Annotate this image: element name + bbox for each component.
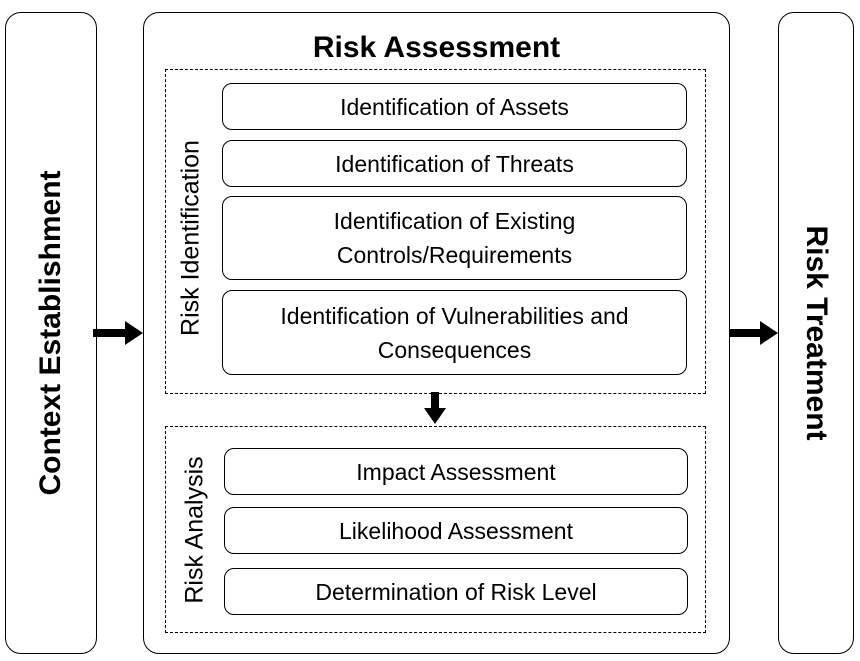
risk-treatment-panel: Risk Treatment — [778, 12, 854, 654]
step-likelihood-assessment: Likelihood Assessment — [224, 507, 688, 554]
step-determination-of-risk-level: Determination of Risk Level — [224, 568, 688, 615]
step-identification-of-assets: Identification of Assets — [222, 83, 687, 130]
risk-treatment-label: Risk Treatment — [800, 225, 833, 441]
context-establishment-panel: Context Establishment — [5, 12, 97, 654]
context-establishment-label: Context Establishment — [34, 170, 67, 496]
arrow-right-icon — [730, 321, 778, 345]
step-identification-of-existing-controls: Identification of Existing Controls/Requ… — [222, 196, 687, 280]
risk-identification-label: Risk Identification — [176, 140, 205, 336]
risk-assessment-title: Risk Assessment — [312, 31, 561, 64]
arrow-right-icon — [93, 321, 143, 345]
step-identification-of-threats: Identification of Threats — [222, 140, 687, 187]
step-identification-of-vulnerabilities: Identification of Vulnerabilities and Co… — [222, 290, 687, 375]
arrow-down-icon — [424, 392, 446, 424]
step-impact-assessment: Impact Assessment — [224, 448, 688, 495]
risk-analysis-label: Risk Analysis — [180, 456, 209, 604]
risk-analysis-group — [165, 426, 706, 633]
